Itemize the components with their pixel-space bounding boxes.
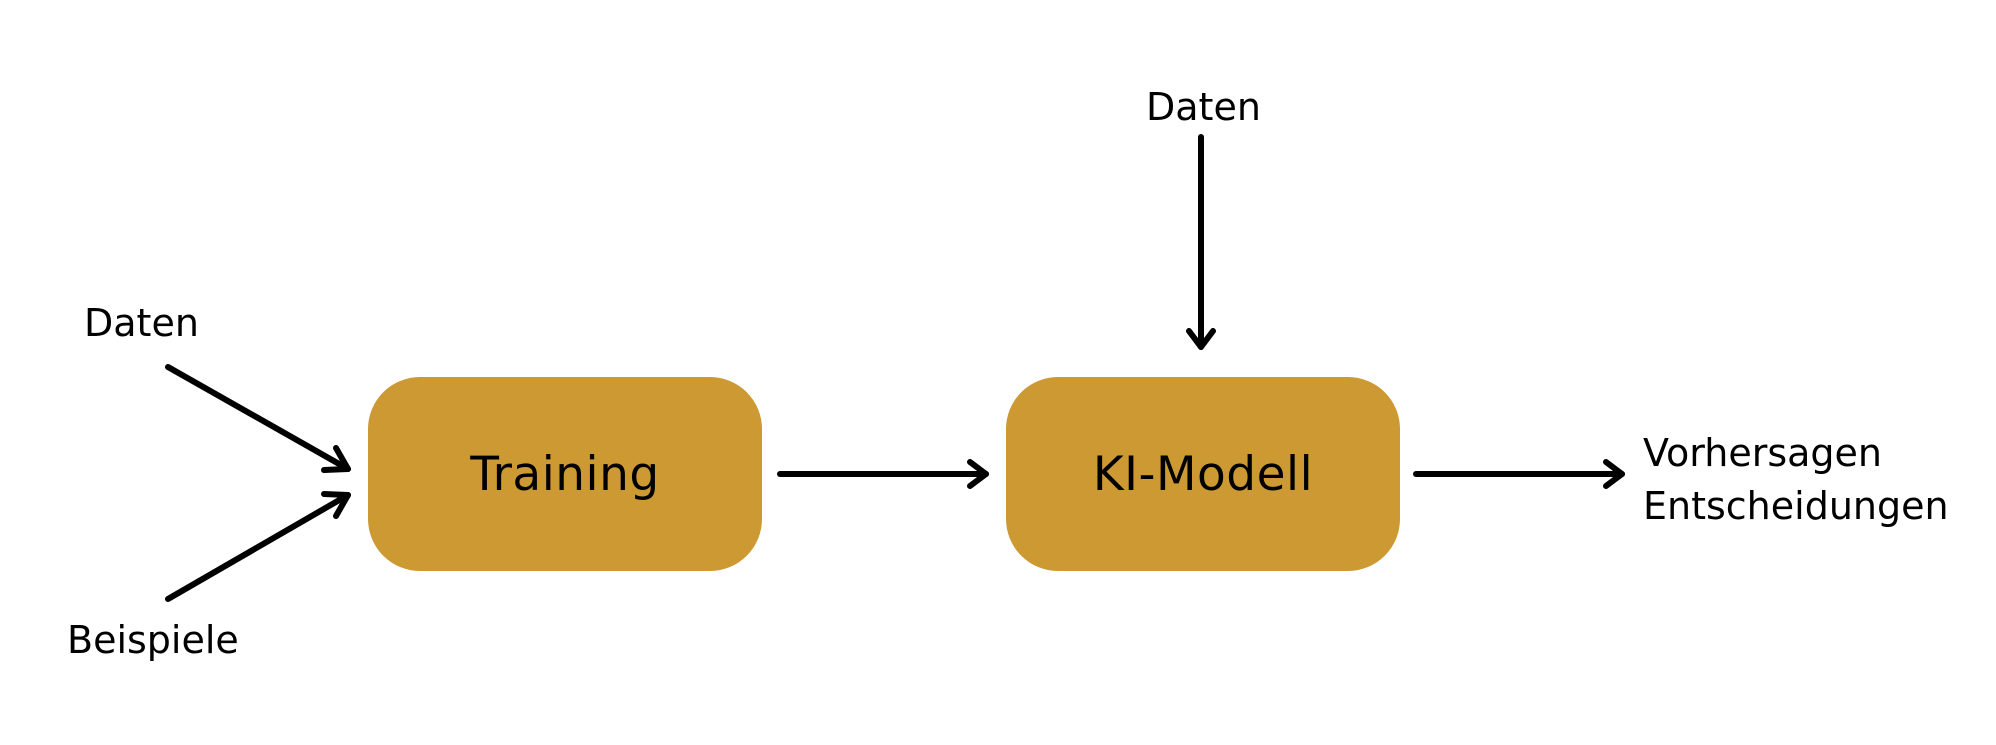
training-node: Training: [368, 377, 762, 571]
output-label-entscheidungen: Entscheidungen: [1643, 484, 1949, 528]
arrow-daten-to-model: [1186, 134, 1216, 350]
ki-model-node: KI-Modell: [1006, 377, 1400, 571]
input-label-daten: Daten: [84, 301, 199, 345]
input-label-beispiele: Beispiele: [67, 618, 239, 662]
output-label: Vorhersagen Entscheidungen: [1643, 427, 1949, 533]
output-label-vorhersagen: Vorhersagen: [1643, 431, 1883, 475]
training-node-label: Training: [470, 446, 660, 502]
arrow-daten-to-training: [165, 364, 351, 473]
arrow-model-to-output: [1413, 459, 1625, 489]
arrow-beispiele-to-training: [165, 491, 351, 602]
ki-model-node-label: KI-Modell: [1092, 446, 1314, 502]
input-label-daten-top: Daten: [1146, 85, 1261, 129]
arrow-training-to-model: [777, 459, 989, 489]
